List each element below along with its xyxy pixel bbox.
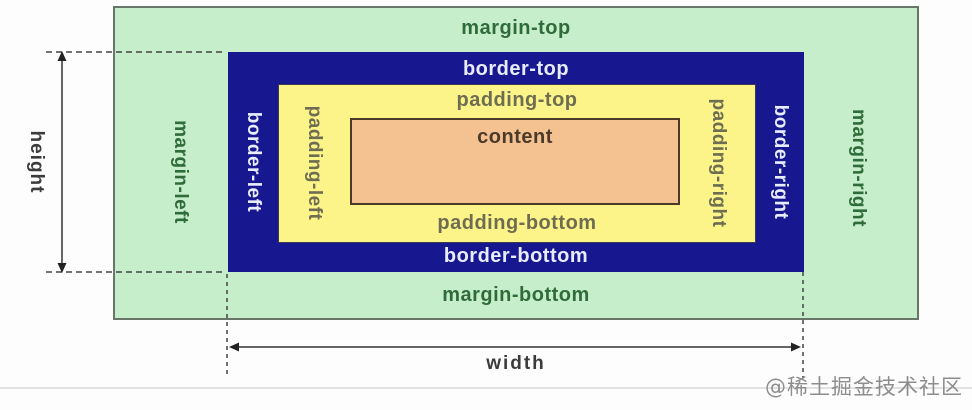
padding-left-label: padding-left — [304, 105, 325, 221]
margin-left-label: margin-left — [170, 120, 191, 224]
margin-top-label: margin-top — [461, 17, 571, 39]
width-arrowhead-left-icon — [229, 342, 239, 352]
watermark: @稀土掘金技术社区 — [765, 375, 963, 399]
height-dimension-label: height — [26, 130, 47, 194]
padding-right-label: padding-right — [708, 98, 729, 228]
margin-bottom-label: margin-bottom — [442, 284, 590, 306]
height-arrowhead-down-icon — [57, 263, 67, 273]
border-bottom-label: border-bottom — [443, 245, 589, 267]
width-arrowhead-right-icon — [791, 342, 801, 352]
border-top-label: border-top — [462, 58, 570, 80]
content-box — [350, 118, 680, 205]
padding-bottom-label: padding-bottom — [437, 212, 597, 234]
border-right-label: border-right — [770, 104, 791, 220]
content-label: content — [477, 126, 553, 148]
margin-right-label: margin-right — [848, 109, 869, 227]
height-arrowhead-up-icon — [57, 51, 67, 61]
padding-top-label: padding-top — [456, 89, 578, 111]
border-left-label: border-left — [243, 111, 264, 213]
width-dimension-label: width — [486, 353, 546, 374]
